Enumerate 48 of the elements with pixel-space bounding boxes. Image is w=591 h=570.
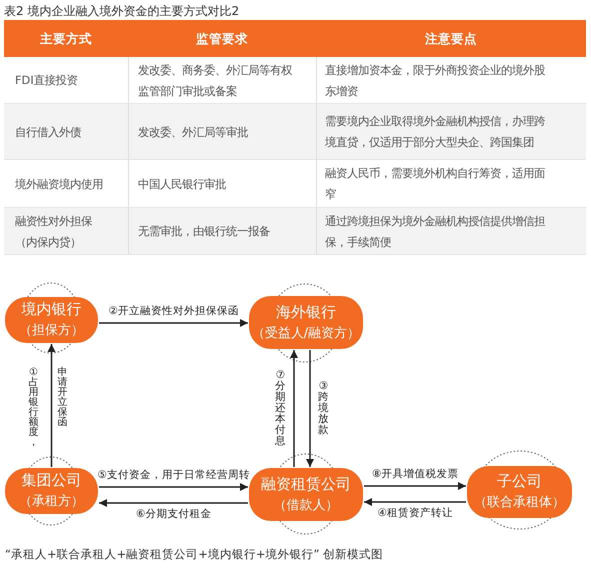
node-title: 集团公司 xyxy=(22,470,82,491)
entity-box xyxy=(249,296,363,349)
edge-label: ①占用银行额度，申请开立保函 xyxy=(28,368,68,448)
edge-label: ②开立融资性对外担保保函 xyxy=(108,305,239,318)
edge-label: ⑦分期还本付息 xyxy=(275,370,286,447)
entity-box xyxy=(5,468,98,514)
entity-box xyxy=(467,466,572,518)
arrow xyxy=(99,319,248,327)
node-title: 融资租赁公司 xyxy=(261,474,351,494)
node-subtitle: （承租方） xyxy=(19,493,84,511)
arrow xyxy=(306,350,314,467)
method-name: FDI直接投资 xyxy=(15,72,78,89)
edge-label: ⑤支付资金，用于日常经营周转 xyxy=(98,469,250,482)
edge-label: ③跨境放款 xyxy=(318,381,329,436)
method-name: 融资性对外担保（内保内贷） xyxy=(15,212,93,250)
figure-caption: “承租人+联合承租人+融资租赁公司+境内银行+境外银行” 创新模式图 xyxy=(5,547,384,562)
requirement-text: 发改委、商务委、外汇局等有权监管部门审批或备案 xyxy=(138,62,293,100)
column-header: 主要方式 xyxy=(40,30,92,46)
node-title: 境内银行 xyxy=(22,299,82,320)
note-text: 需要境内企业取得境外金融机构授信，办理跨境直贷，仅适用于部分大型央企、跨国集团 xyxy=(325,113,546,151)
requirement-text: 无需审批，由银行统一报备 xyxy=(138,223,270,240)
arrow xyxy=(99,499,248,507)
node-title: 海外银行 xyxy=(276,302,336,322)
requirement-text: 中国人民银行审批 xyxy=(138,176,226,192)
node-subtitle: （担保方） xyxy=(19,322,84,340)
node-subtitle: （受益人/融资方） xyxy=(252,324,360,342)
note-text: 通过跨境担保为境外金融机构授信提供增信担保，手续简便 xyxy=(325,212,546,250)
note-text: 融资人民币，需要境外机构自行筹资，适用面窄 xyxy=(325,165,546,203)
node-subtitle: （借款人） xyxy=(274,496,338,514)
table-title: 表2 境内企业融入境外资金的主要方式对比2 xyxy=(4,3,240,19)
arrow xyxy=(99,483,248,491)
node-subtitle: （联合承租体） xyxy=(474,494,565,512)
edge-label: ⑧开具增值税发票 xyxy=(372,468,458,481)
entity-box xyxy=(249,468,363,521)
edge-label: ⑥分期支付租金 xyxy=(136,508,212,521)
method-name: 境外融资境内使用 xyxy=(15,176,103,192)
method-name: 自行借入外债 xyxy=(15,124,81,140)
arrow xyxy=(48,344,56,467)
requirement-text: 发改委、外汇局等审批 xyxy=(138,124,248,140)
note-text: 直接增加资本金，限于外商投资企业的境外股东增资 xyxy=(325,62,546,100)
column-header: 注意要点 xyxy=(425,30,477,46)
node-title: 子公司 xyxy=(497,471,542,492)
column-header: 监管要求 xyxy=(196,30,248,46)
arrow xyxy=(290,350,298,467)
edge-label: ④租赁资产转让 xyxy=(378,507,453,520)
entity-box xyxy=(5,297,98,343)
arrow xyxy=(364,498,466,506)
arrow xyxy=(364,482,466,490)
